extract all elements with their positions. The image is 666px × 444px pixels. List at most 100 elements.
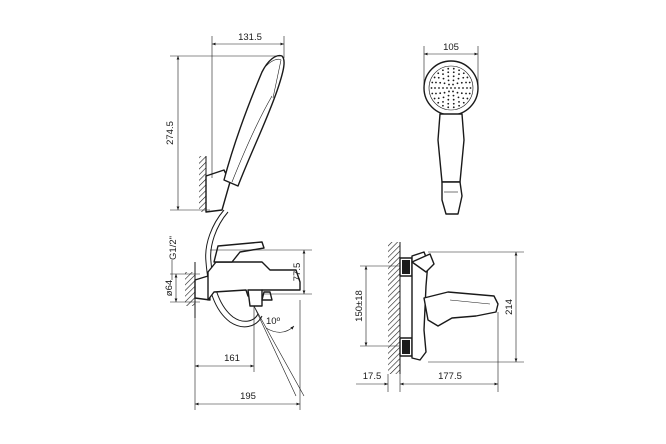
nozzle-dot	[457, 77, 460, 80]
nozzle-dot	[439, 81, 442, 84]
nozzle-dot	[458, 73, 460, 76]
nozzle-dot	[452, 79, 455, 82]
nozzle-dot	[458, 69, 460, 72]
dim-wall-offset: 17.5	[363, 371, 382, 382]
nozzle-dot	[435, 81, 437, 84]
nozzle-dot	[434, 87, 436, 89]
nozzle-dot	[442, 100, 444, 103]
nozzle-dot	[443, 91, 446, 94]
wall-hatch-upper	[199, 156, 206, 212]
nozzle-dot	[447, 94, 450, 97]
nozzle-dot	[437, 101, 440, 104]
nozzle-dot	[457, 96, 460, 99]
dim-thread: G1/2"	[168, 236, 179, 260]
nozzle-dot	[446, 87, 448, 89]
nozzle-dot	[437, 97, 440, 100]
nozzle-dot	[447, 79, 450, 82]
holder-front	[441, 181, 463, 215]
spout-outlet	[247, 289, 263, 307]
nozzle-dot	[447, 106, 450, 109]
front-view-mixer: 150±18 214 17.5 177.5	[354, 242, 524, 392]
dim-body-height: 77.5	[292, 263, 303, 282]
nozzle-dot	[456, 82, 459, 85]
shower-nozzles	[430, 67, 472, 109]
nozzle-dot	[454, 87, 456, 89]
nozzle-dot	[447, 71, 450, 74]
nozzle-dot	[433, 97, 436, 100]
nozzle-dot	[431, 92, 434, 95]
nozzle-dot	[437, 72, 440, 75]
dim-body-reach: 161	[224, 353, 240, 364]
nozzle-dot	[442, 96, 445, 99]
nozzle-dot	[462, 101, 465, 104]
nozzle-dot	[468, 81, 471, 84]
nozzle-dot	[431, 81, 434, 84]
nozzle-dot	[458, 87, 460, 89]
nozzle-dot	[452, 67, 455, 70]
nozzle-dot	[443, 82, 446, 85]
nozzle-dot	[447, 67, 450, 70]
side-view-mixer: G1/2" ø64 77.5 10º 161 195	[164, 236, 312, 410]
mixer-lever	[213, 241, 265, 263]
nozzle-dot	[447, 75, 450, 78]
nozzle-dot	[466, 76, 469, 79]
nozzle-dot	[442, 77, 445, 80]
dim-centers: 150±18	[354, 290, 365, 322]
nozzle-dot	[452, 102, 455, 105]
nozzle-dot	[458, 104, 460, 107]
wall-hatch-front	[388, 242, 400, 374]
nozzle-dot	[439, 92, 442, 95]
nozzle-dot	[448, 90, 450, 93]
nozzle-dot	[447, 98, 450, 101]
nozzle-dot	[442, 69, 444, 72]
nozzle-dot	[466, 97, 469, 100]
nozzle-dot	[452, 106, 455, 109]
nozzle-dot	[438, 87, 440, 89]
nozzle-dot	[460, 92, 463, 95]
side-view-hand-shower: 131.5 274.5	[165, 32, 285, 328]
nozzle-dot	[452, 94, 455, 97]
shower-hose	[205, 209, 263, 328]
nozzle-dot	[462, 97, 465, 100]
dim-side-head-width: 131.5	[238, 32, 262, 43]
dim-front-head-width: 105	[443, 42, 459, 53]
nozzle-dot	[458, 100, 460, 103]
nozzle-dot	[452, 90, 454, 93]
mixer-body	[207, 261, 301, 301]
nozzle-dot	[462, 72, 465, 75]
dim-total-height: 214	[504, 299, 515, 315]
nozzle-dot	[465, 92, 467, 95]
mount-flange	[194, 275, 211, 301]
nozzle-dot	[456, 91, 459, 94]
nozzle-dot	[442, 73, 444, 76]
dim-front-reach: 177.5	[438, 371, 462, 382]
nozzle-dot	[466, 87, 468, 89]
dim-mount-diameter: ø64	[164, 280, 175, 296]
spout-front	[423, 291, 499, 327]
nozzle-dot	[452, 83, 454, 86]
nozzle-dot	[437, 76, 440, 79]
nozzle-dot	[465, 81, 467, 84]
wall-hatch-lower	[185, 272, 195, 306]
nozzle-dot	[452, 75, 455, 78]
nozzle-dot	[430, 87, 433, 89]
nozzle-dot	[447, 102, 450, 105]
nozzle-dot	[442, 104, 444, 107]
nozzle-dot	[433, 76, 436, 79]
nozzle-dot	[448, 83, 450, 86]
nozzle-dot	[462, 76, 465, 79]
dim-side-height: 274.5	[165, 121, 176, 145]
dim-total-reach: 195	[240, 391, 256, 402]
front-view-hand-shower: 105	[423, 42, 479, 215]
nozzle-dot	[435, 92, 437, 95]
handle-front	[437, 113, 465, 183]
nozzle-dot	[452, 71, 455, 74]
dim-spout-angle: 10º	[266, 316, 281, 327]
nozzle-dot	[442, 87, 444, 89]
nozzle-dot	[452, 98, 455, 101]
nozzle-dot	[460, 81, 463, 84]
nozzle-dot	[469, 87, 472, 89]
handset-body	[223, 54, 285, 187]
nozzle-dot	[450, 87, 452, 89]
